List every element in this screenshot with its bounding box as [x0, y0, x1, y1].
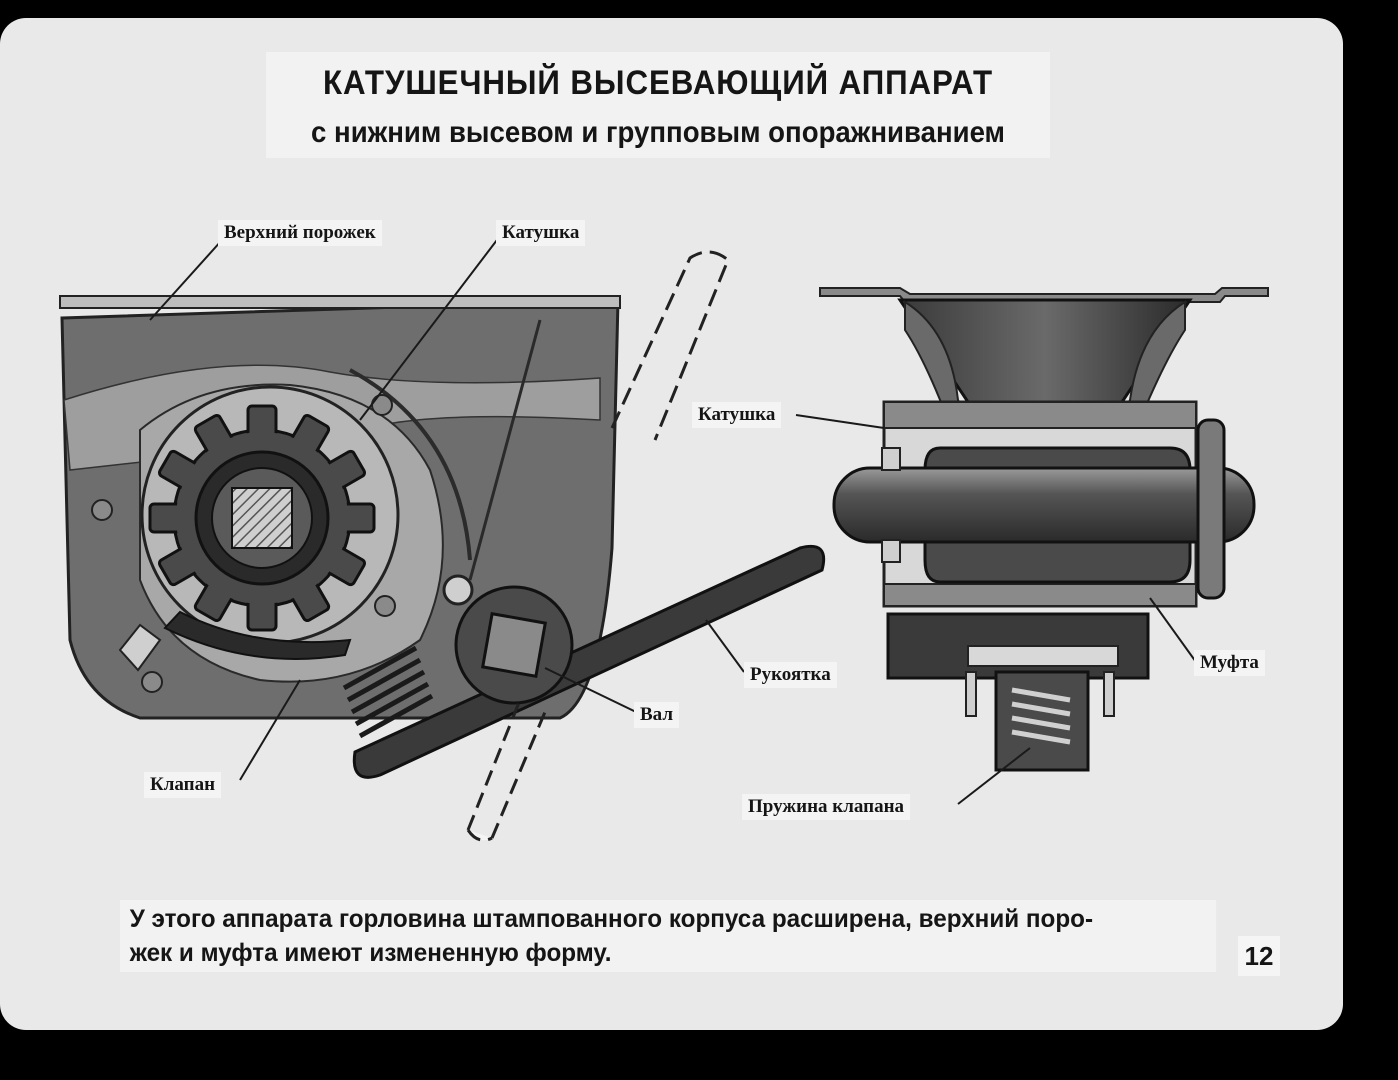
shaft: [832, 466, 1256, 544]
handle-dashed-upper: [610, 250, 730, 441]
label-valve: Клапан: [144, 772, 222, 798]
section-view: [819, 287, 1269, 772]
valve-spring-right: [1011, 687, 1071, 745]
top-plate: [59, 295, 621, 309]
valve-plate: [163, 610, 352, 660]
label-coil-right: Катушка: [692, 402, 782, 428]
diagram-title: КАТУШЕЧНЫЙ ВЫСЕВАЮЩИЙ АППАРАТ: [266, 52, 1050, 114]
label-upper-threshold: Верхний порожек: [218, 220, 382, 246]
label-valve-spring: Пружина клапана: [742, 794, 911, 820]
valve-spring-left: [342, 645, 434, 739]
handle-bar: [352, 544, 826, 779]
handle-dashed-lower: [466, 699, 547, 842]
side-view: [59, 250, 826, 842]
caption: У этого аппарата горловина штампованного…: [120, 900, 1217, 972]
diagram-subtitle: с нижним высевом и групповым опоражниван…: [266, 108, 1050, 158]
leader-lines: [149, 235, 1197, 805]
page-number: 12: [1238, 936, 1280, 976]
caption-line-1: У этого аппарата горловина штампованного…: [129, 905, 1094, 933]
label-shaft: Вал: [634, 702, 679, 728]
label-handle: Рукоятка: [744, 662, 837, 688]
curved-guide: [349, 368, 472, 561]
caption-line-2: жек и муфта имеют измененную форму.: [129, 939, 612, 967]
label-coupling: Муфта: [1194, 650, 1265, 676]
label-coil-left: Катушка: [496, 220, 586, 246]
coil-gear: [148, 404, 376, 632]
